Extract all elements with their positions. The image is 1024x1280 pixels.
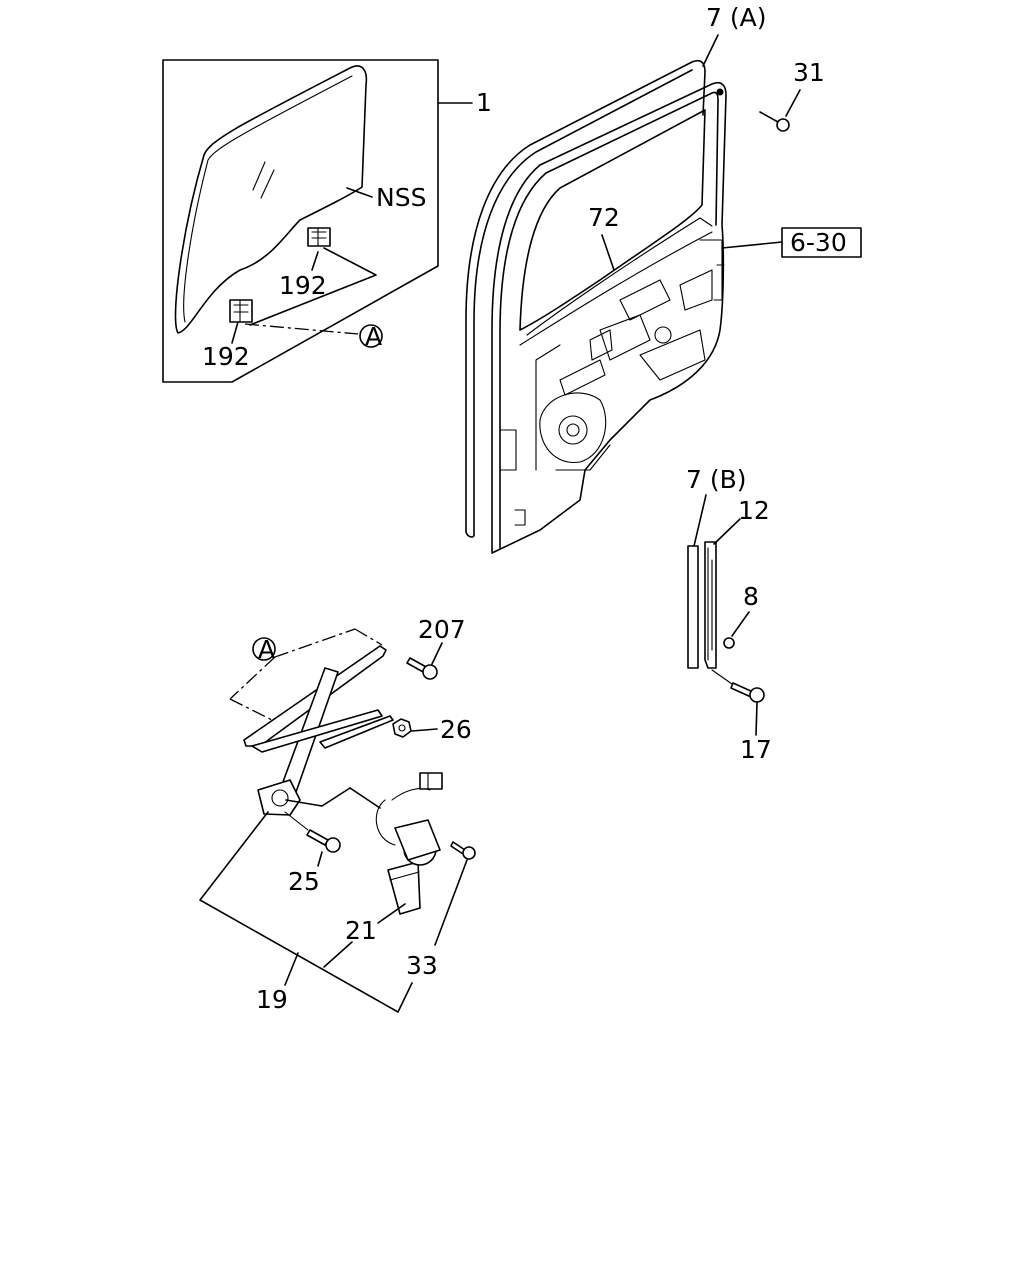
label-26: 26 xyxy=(440,715,472,744)
window-regulator-group: A 207 26 25 xyxy=(199,615,476,1014)
label-192-lower: 192 xyxy=(202,342,250,371)
glass-panel-group: A 1 NSS 192 192 xyxy=(162,59,492,383)
regulator-gear-plate xyxy=(257,779,301,816)
regulator-lower-rail xyxy=(251,709,383,753)
label-207: 207 xyxy=(418,615,466,644)
run-channel-12 xyxy=(704,541,717,669)
label-25: 25 xyxy=(288,867,320,896)
label-31: 31 xyxy=(793,58,825,87)
bolt-207 xyxy=(406,657,438,680)
nut-26 xyxy=(392,718,412,738)
label-192-upper: 192 xyxy=(279,271,327,300)
ref-circle-a-glass xyxy=(359,324,383,348)
door-hole-speaker xyxy=(539,392,607,463)
label-1: 1 xyxy=(476,88,492,117)
label-19: 19 xyxy=(256,985,288,1014)
label-7a: 7 (A) xyxy=(706,3,766,32)
label-17: 17 xyxy=(740,735,772,764)
glass-clip-upper xyxy=(307,227,331,247)
door-glass xyxy=(174,65,368,334)
motor-21 xyxy=(375,772,443,915)
bolt-8 xyxy=(723,637,735,649)
bolt-17 xyxy=(730,682,765,703)
glass-clip-lower xyxy=(229,299,253,323)
label-6-30: 6-30 xyxy=(790,228,847,257)
ref-a-glass-label: A xyxy=(365,322,382,351)
door-window-frame xyxy=(519,109,706,331)
glass-reflection-mark xyxy=(252,161,275,199)
door-assembly-group: 7 (A) 31 6-30 72 xyxy=(465,3,862,554)
label-7b: 7 (B) xyxy=(686,465,747,494)
label-21: 21 xyxy=(345,916,377,945)
glass-frame-box xyxy=(162,59,439,383)
screw-33 xyxy=(450,841,476,860)
bolt-25 xyxy=(306,829,341,853)
door-ref-box xyxy=(781,227,862,258)
label-33: 33 xyxy=(406,951,438,980)
weatherstrip-b xyxy=(687,545,699,669)
label-8: 8 xyxy=(743,582,759,611)
liner-72 xyxy=(526,217,713,336)
ref-circle-a-regulator xyxy=(252,637,276,661)
label-nss: NSS xyxy=(376,183,426,212)
label-12: 12 xyxy=(738,496,770,525)
rear-channel-group: 7 (B) 12 8 17 xyxy=(686,465,772,764)
label-72: 72 xyxy=(588,203,620,232)
door-inner-panel xyxy=(491,81,727,554)
ref-a-regulator-label: A xyxy=(258,635,275,664)
screw-31 xyxy=(759,111,790,132)
glass-inner-edge xyxy=(183,75,353,323)
